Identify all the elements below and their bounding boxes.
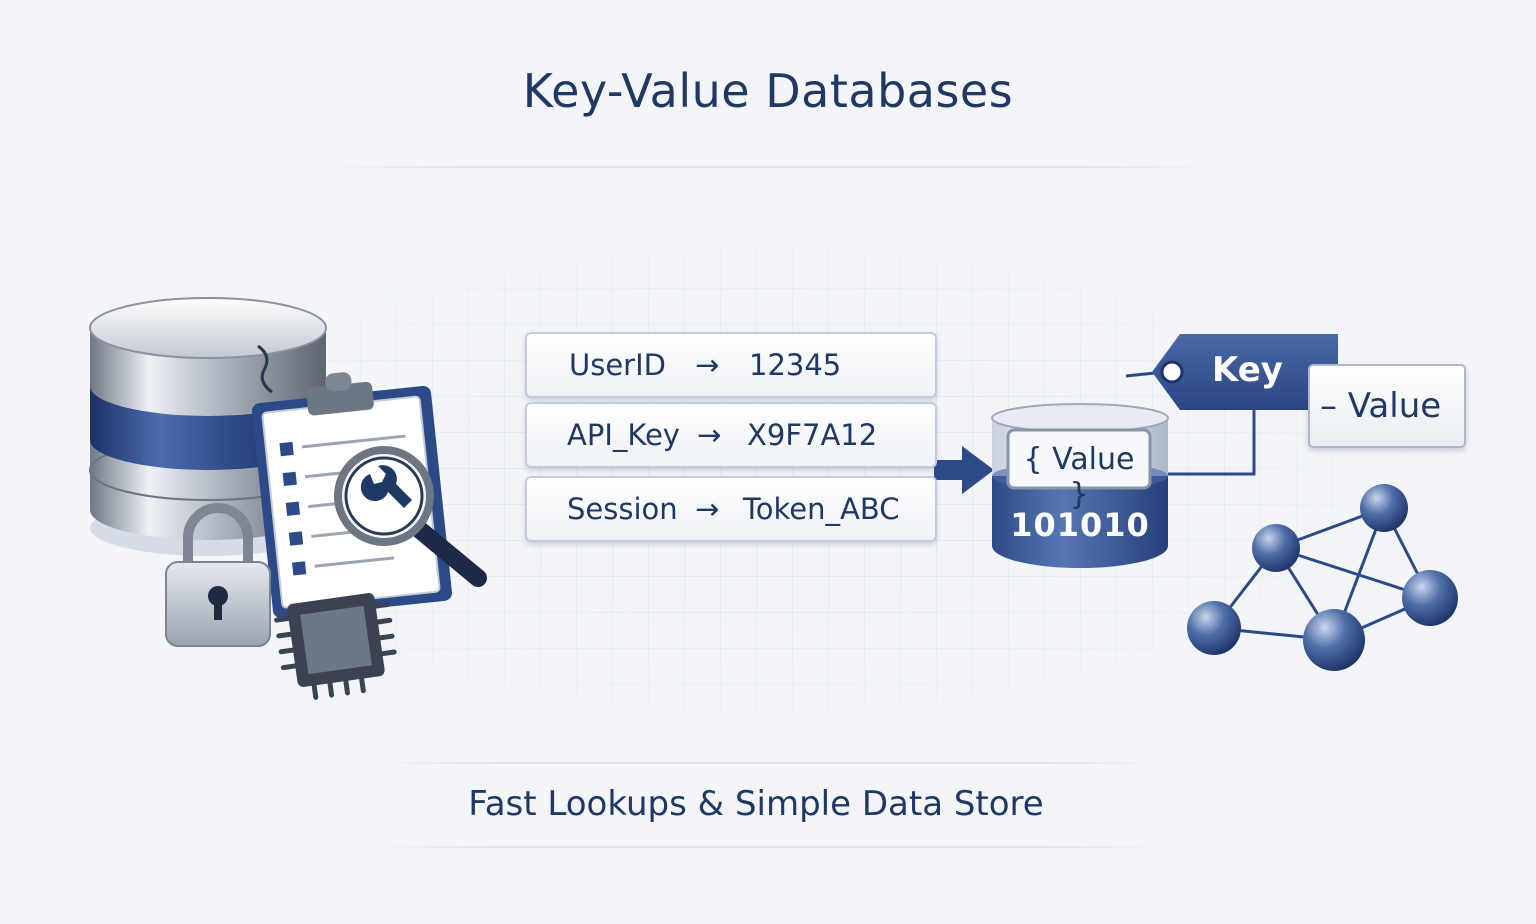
kv-row-userid: UserID → 12345 <box>525 332 937 398</box>
kv-value: 12345 <box>749 348 842 382</box>
storage-binary-label: 101010 <box>1010 506 1150 544</box>
kv-key: API_Key <box>567 418 680 452</box>
key-tag-icon <box>1125 334 1338 476</box>
page-title: Key-Value Databases <box>522 64 1014 118</box>
storage-cylinder-icon <box>991 403 1169 568</box>
padlock-icon <box>165 503 271 647</box>
microchip-icon <box>274 593 397 700</box>
tag-value-box: – Value <box>1308 364 1466 448</box>
kv-key: Session <box>567 492 678 526</box>
page-subtitle: Fast Lookups & Simple Data Store <box>468 784 1044 824</box>
kv-value: X9F7A12 <box>747 418 878 452</box>
kv-value: Token_ABC <box>743 492 900 526</box>
divider-top <box>330 166 1210 168</box>
divider-middle <box>380 762 1160 764</box>
kv-key: UserID <box>569 348 666 382</box>
kv-arrow: → <box>695 492 720 526</box>
magnifier-wrench-icon <box>334 446 487 587</box>
arrow-to-storage <box>934 446 994 494</box>
storage-value-label: { Value } <box>1023 442 1135 512</box>
divider-bottom <box>380 846 1160 848</box>
kv-arrow: → <box>695 348 720 382</box>
network-graph-icon <box>1187 484 1458 671</box>
tag-key-label: Key <box>1212 350 1283 390</box>
kv-arrow: → <box>697 418 722 452</box>
kv-row-session: Session → Token_ABC <box>525 476 937 542</box>
tag-value-label: – Value <box>1320 386 1442 426</box>
kv-row-api-key: API_Key → X9F7A12 <box>525 402 937 468</box>
